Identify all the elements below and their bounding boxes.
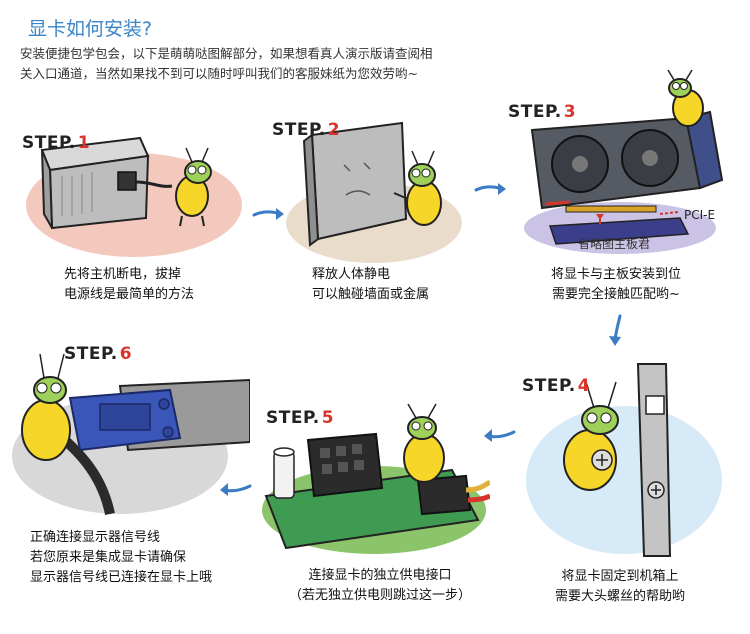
step1-caption: 先将主机断电，拔掉 电源线是最简单的方法	[64, 265, 194, 305]
step1-caption-line1: 先将主机断电，拔掉	[64, 267, 182, 282]
step5-label: STEP.5	[266, 408, 335, 428]
step6-label: STEP.6	[64, 344, 133, 364]
bug-mascot	[175, 147, 212, 227]
bug-mascot	[667, 69, 704, 127]
step2-caption-line2: 可以触碰墙面或金属	[312, 287, 430, 302]
step1-number: 1	[77, 133, 91, 153]
step6-number: 6	[119, 344, 133, 364]
step4-illustration	[526, 363, 722, 557]
arrow-down-icon	[609, 314, 622, 346]
step1-caption-line2: 电源线是最简单的方法	[64, 287, 195, 302]
step6-caption-line3: 显示器信号线已连接在显卡上哦	[30, 570, 213, 585]
intro-text: 安装便捷包学包会，以下是萌萌哒图解部分，如果想看真人演示版请查阅相 关入口通道，…	[20, 44, 490, 84]
step3-illustration	[524, 69, 724, 254]
step4-caption: 将显卡固定到机箱上 需要大头螺丝的帮助哟	[530, 567, 710, 607]
step2-illustration	[286, 121, 462, 263]
step2-caption: 释放人体静电 可以触碰墙面或金属	[312, 265, 429, 305]
motherboard-label: 省略图主板君	[578, 237, 651, 251]
step5-number: 5	[321, 408, 335, 428]
step3-number: 3	[563, 102, 577, 122]
step2-caption-line1: 释放人体静电	[312, 267, 391, 282]
arrow-left-icon	[220, 483, 252, 496]
case-bracket	[636, 363, 672, 557]
step4-number: 4	[577, 376, 591, 396]
step4-blob	[526, 406, 722, 554]
power-socket	[306, 432, 384, 498]
step3-label: STEP.3	[508, 102, 577, 122]
step4-label: STEP.4	[522, 376, 591, 396]
wall-panel	[302, 121, 408, 247]
graphics-card	[530, 110, 724, 213]
step5-caption: 连接显卡的独立供电接口 （若无独立供电则跳过这一步）	[270, 566, 490, 606]
step5-caption-line1: 连接显卡的独立供电接口	[308, 568, 452, 583]
arrow-right-icon	[474, 183, 506, 195]
vga-cable	[46, 388, 182, 516]
bug-mascot	[563, 381, 619, 491]
step6-illustration	[12, 353, 250, 516]
arrow-left-icon	[484, 429, 516, 442]
arrow-right-icon	[252, 208, 284, 220]
step3-caption: 将显卡与主板安装到位 需要完全接触匹配哟~	[526, 265, 706, 305]
step2-number: 2	[327, 120, 341, 140]
step3-caption-line1: 将显卡与主板安装到位	[550, 267, 681, 282]
bug-mascot	[403, 403, 445, 483]
step5-illustration	[262, 403, 490, 554]
intro-line-1: 安装便捷包学包会，以下是萌萌哒图解部分，如果想看真人演示版请查阅相	[20, 46, 433, 61]
capacitor	[273, 447, 295, 499]
step2-label: STEP.2	[272, 120, 341, 140]
step6-caption-line2: 若您原来是集成显卡请确保	[30, 550, 187, 565]
power-supply	[40, 136, 150, 230]
step1-label: STEP.1	[22, 133, 91, 153]
step3-caption-line2: 需要完全接触匹配哟~	[552, 287, 680, 302]
step4-caption-line2: 需要大头螺丝的帮助哟	[554, 589, 685, 604]
step6-caption-line1: 正确连接显示器信号线	[30, 530, 161, 545]
step6-caption: 正确连接显示器信号线 若您原来是集成显卡请确保 显示器信号线已连接在显卡上哦	[30, 528, 212, 588]
intro-line-2: 关入口通道，当然如果找不到可以随时呼叫我们的客服妹纸为您效劳哟~	[20, 66, 418, 81]
bug-mascot	[393, 150, 442, 226]
step5-caption-line2: （若无独立供电则跳过这一步）	[288, 588, 471, 603]
pcie-label: PCI-E	[684, 208, 716, 222]
step4-caption-line1: 将显卡固定到机箱上	[561, 569, 679, 584]
bug-mascot	[21, 353, 71, 461]
power-plug	[416, 474, 490, 516]
step1-illustration	[26, 136, 242, 257]
motherboard-slot	[548, 214, 690, 245]
page-title: 显卡如何安装?	[28, 18, 153, 40]
